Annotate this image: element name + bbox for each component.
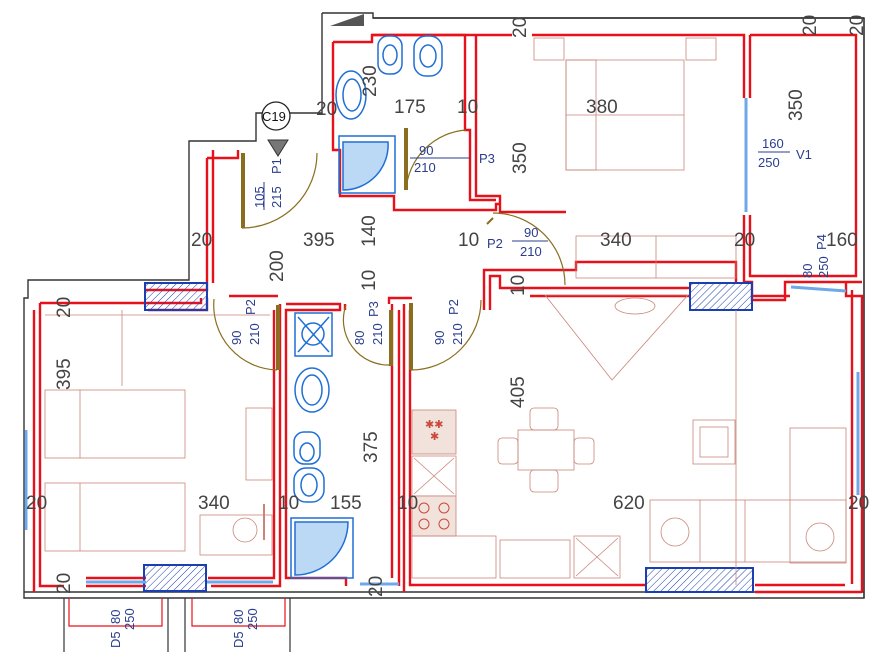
svg-text:D5: D5: [108, 631, 123, 648]
dim-wall-20-left: 20: [191, 230, 212, 251]
svg-text:210: 210: [414, 160, 436, 175]
svg-text:P1: P1: [269, 158, 284, 174]
svg-text:P2: P2: [487, 236, 503, 251]
dim-wall-top-2: 20: [800, 15, 821, 36]
svg-text:210: 210: [520, 244, 542, 259]
svg-text:210: 210: [247, 323, 262, 345]
svg-text:250: 250: [758, 155, 780, 170]
room-tag-label: C19: [262, 109, 286, 124]
dim-balcony-width: 160: [826, 230, 858, 251]
dim-hall-140: 140: [359, 215, 380, 247]
furniture: [44, 37, 847, 585]
dim-hall-200: 200: [267, 250, 288, 282]
svg-text:80: 80: [231, 610, 246, 624]
dim-wall-10-a: 10: [278, 493, 299, 514]
dimension-labels: 20 20 20 230 20 175 10 380 350 350 140 2…: [26, 15, 869, 597]
windows: [143, 282, 754, 593]
svg-text:P2: P2: [446, 299, 461, 315]
svg-text:210: 210: [450, 323, 465, 345]
window-tag-v1: 160 250 V1: [758, 136, 812, 170]
door-tag-p3-top: 90 210 P3: [410, 143, 495, 175]
bathroom-fixtures: [290, 35, 443, 579]
door-tag-p1: 105 215 P1: [252, 158, 284, 208]
dim-wall-20-left-upper: 20: [316, 99, 337, 120]
door-tag-p3-mid: 80 210 P3: [352, 301, 385, 345]
svg-text:D5: D5: [231, 631, 246, 648]
dim-wall-top-1: 20: [510, 17, 531, 38]
dim-bath-mid-width: 155: [330, 493, 362, 514]
svg-text:P3: P3: [366, 301, 381, 317]
dim-bedroom-left-height: 395: [54, 358, 75, 390]
door-tag-p2-mid: 90 210 P2: [432, 299, 465, 345]
door-tag-p2-top: P2 90 210: [487, 225, 548, 259]
cooktop-icon: ✱✱ ✱: [425, 418, 443, 443]
balcony-d5-right: [184, 598, 291, 652]
dim-bath-top-height: 230: [360, 65, 381, 97]
dim-wall-20-right: 20: [734, 230, 755, 251]
door-tag-d5-left: D5 80 250: [108, 608, 137, 648]
dim-balcony-height: 350: [786, 89, 807, 121]
dim-living-height: 405: [508, 376, 529, 408]
svg-text:105: 105: [252, 186, 267, 208]
dim-wall-20-bottom-left: 20: [54, 573, 75, 594]
dim-wall-top-3: 20: [847, 15, 868, 36]
svg-text:210: 210: [370, 323, 385, 345]
door-tag-d5-right: D5 80 250: [231, 608, 260, 648]
dim-partition-a: 10: [457, 97, 478, 118]
svg-text:215: 215: [269, 186, 284, 208]
dim-bedroom-left-width: 340: [198, 493, 230, 514]
svg-text:90: 90: [419, 143, 433, 158]
svg-text:250: 250: [122, 608, 137, 630]
door-tags: 105 215 P1 90 210 P3 P2 90 210 160 250 V…: [108, 136, 831, 648]
dim-bedroom-top-width: 380: [586, 97, 618, 118]
svg-text:V1: V1: [796, 147, 812, 162]
svg-text:80: 80: [352, 331, 367, 345]
svg-text:80: 80: [108, 610, 123, 624]
dim-wall-20-left-bottom: 20: [26, 493, 47, 514]
red-walls: [32, 33, 864, 594]
dim-hall-10b: 10: [359, 270, 380, 291]
dim-hall-10: 10: [458, 230, 479, 251]
svg-text:P4: P4: [814, 234, 829, 250]
svg-text:P2: P2: [243, 299, 258, 315]
svg-text:250: 250: [816, 256, 831, 278]
dim-wall-20-right-bottom: 20: [848, 493, 869, 514]
dim-wall-20-bottom-mid: 20: [366, 576, 387, 597]
dim-wall-20-left2: 20: [54, 297, 75, 318]
dim-bath-top-width: 175: [394, 97, 426, 118]
room-tag-circle: [261, 101, 291, 131]
dim-wall-10-kitchen: 10: [508, 275, 529, 296]
dim-kitchen-top-width: 340: [600, 230, 632, 251]
dim-wall-10-b: 10: [397, 493, 418, 514]
door-tag-p2-left: 90 210 P2: [229, 299, 262, 345]
door-tag-p4: 80 250 P4: [800, 234, 831, 278]
svg-text:90: 90: [524, 225, 538, 240]
svg-text:✱: ✱: [430, 430, 439, 443]
svg-text:160: 160: [762, 136, 784, 151]
dim-hall-width: 395: [303, 230, 335, 251]
svg-text:P3: P3: [479, 151, 495, 166]
svg-text:✱✱: ✱✱: [425, 418, 443, 431]
door-swings: [213, 129, 566, 371]
svg-text:250: 250: [245, 608, 260, 630]
svg-text:90: 90: [229, 331, 244, 345]
entrance-marker: [267, 14, 364, 157]
glass-strips: [24, 98, 860, 586]
svg-text:90: 90: [432, 331, 447, 345]
dim-bath-mid-height: 375: [361, 431, 382, 463]
dim-living-width: 620: [613, 493, 645, 514]
door-leaves: [241, 128, 494, 370]
stove-icon: [418, 502, 450, 530]
balcony-d5-left: [63, 598, 169, 652]
svg-text:80: 80: [800, 264, 815, 278]
dim-bedroom-top-height: 350: [510, 142, 531, 174]
